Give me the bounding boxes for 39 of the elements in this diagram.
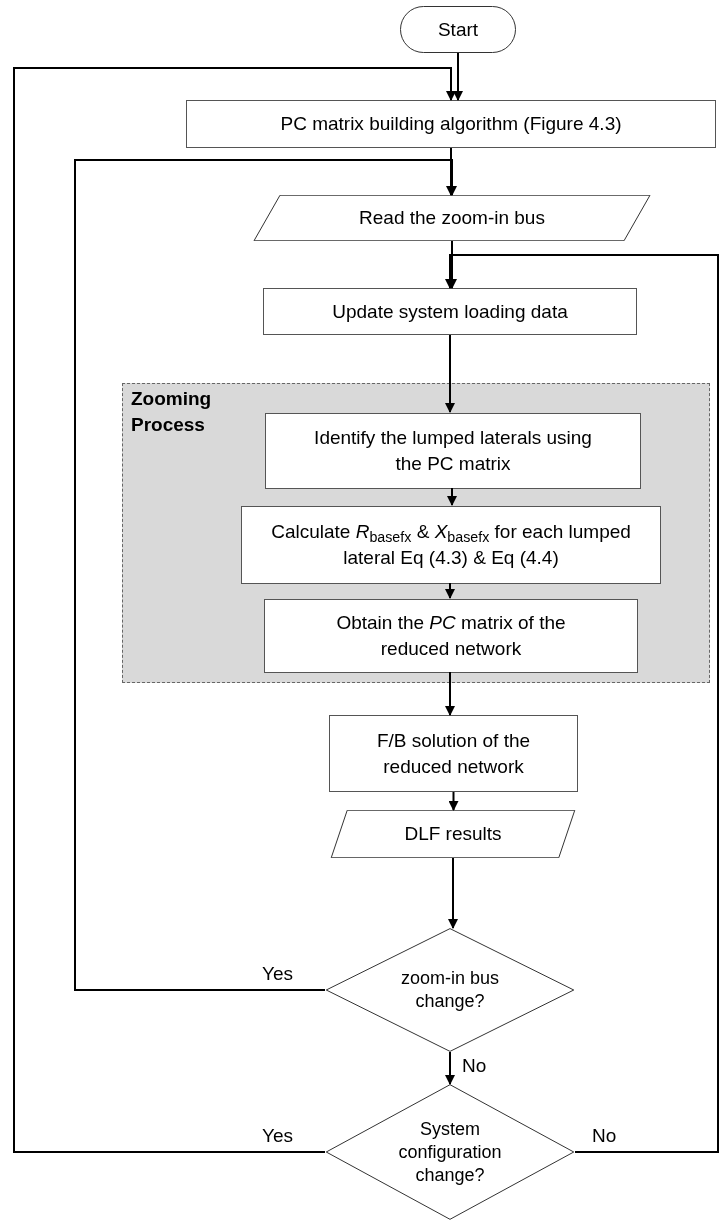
node-text: Obtain the PC matrix of the reduced network [335,611,567,661]
node-text: DLF results [404,822,502,846]
arrow [445,334,455,413]
edge-label: No [462,1054,487,1078]
arrow [74,159,457,991]
node-text: Update system loading data [332,299,568,324]
process-box [263,288,637,335]
process-box [265,413,641,489]
node-text: Read the zoom-in bus [359,206,545,230]
node-text: zoom-in bus change? [399,967,500,1013]
dashed-group-panel [122,383,710,683]
node-text: System configuration change? [397,1117,503,1187]
node-text: Calculate R$_{basef}$$_{x}$ & X$_{basef}$$_{x}$ for each lumped lateral Eq (4.3) & Eq (4.4) [270,520,632,570]
node-text: Identify the lumped laterals using the PC matrix [313,426,593,476]
decision-diamond [325,928,575,1052]
arrow [445,671,455,716]
node-text: PC matrix building algorithm (Figure 4.3) [280,112,622,136]
process-box [329,715,578,792]
process-box [241,506,661,584]
arrow [453,52,463,101]
edge-label: No [592,1124,617,1148]
arrow [447,487,457,506]
input-parallelogram [330,810,576,858]
arrow [445,254,719,1153]
arrow [13,67,456,1153]
arrow [448,857,458,929]
arrow [448,791,459,811]
process-box [186,100,716,148]
arrow [445,582,455,599]
start-terminal [400,6,516,53]
input-parallelogram [252,195,652,241]
group-title: Zooming Process [131,387,213,437]
arrow [445,1051,455,1085]
edge-label: Yes [262,1124,293,1148]
edge-label: Yes [262,962,293,986]
node-text: F/B solution of the reduced network [375,728,532,779]
process-box [264,599,638,673]
decision-diamond [325,1084,575,1220]
node-text: Start [437,17,479,42]
